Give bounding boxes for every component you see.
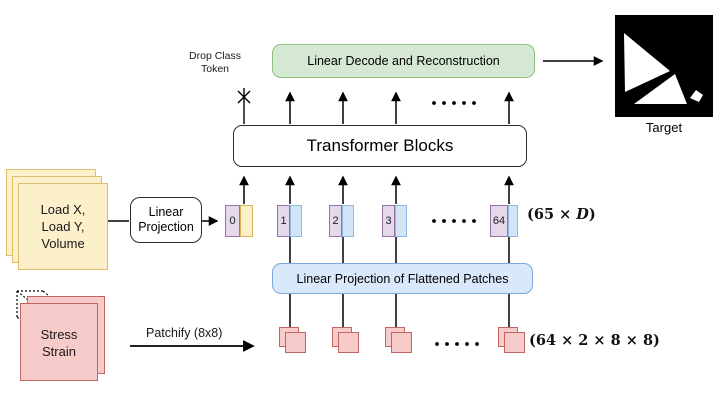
stress-strain-label: Stress Strain — [20, 326, 98, 360]
load-volume-label: Load X, Load Y, Volume — [18, 201, 108, 252]
token-dim-variable: D — [576, 206, 589, 223]
stress-label: Stress — [40, 327, 78, 342]
strain-label: Strain — [42, 344, 76, 359]
patch-to-embedding-lines — [289, 294, 510, 327]
linear-projection-line1: Linear — [148, 205, 184, 219]
ellipsis-icon — [435, 342, 479, 346]
transformer-blocks-label: Transformer Blocks — [306, 136, 454, 155]
token-64-embedding — [508, 205, 518, 237]
patch-embedding-box: Linear Projection of Flattened Patches — [272, 263, 533, 294]
patchify-label: Patchify (8x8) — [146, 326, 223, 340]
token-1: 1 — [277, 205, 290, 237]
patch-front — [504, 332, 525, 353]
linear-decode-box: Linear Decode and Reconstruction — [272, 44, 535, 78]
token-dimension-label: (65 × D) — [527, 206, 596, 223]
transformer-to-decoder-arrows — [285, 91, 514, 124]
target-image — [615, 15, 713, 117]
token-to-transformer-arrows — [239, 175, 514, 204]
token-2-embedding — [342, 205, 354, 237]
token-dim-prefix: (65 × — [527, 206, 577, 223]
stack-layer — [18, 183, 108, 270]
patch-dimension-label: (64 × 2 × 8 × 8) — [529, 332, 660, 349]
patch-embedding-label: Linear Projection of Flattened Patches — [296, 271, 509, 286]
target-caption: Target — [645, 120, 683, 135]
token-0: 0 — [225, 205, 240, 237]
dropped-class-token-x-icon — [237, 88, 251, 124]
linear-projection-line2: Projection — [138, 220, 194, 234]
token-2: 2 — [329, 205, 342, 237]
drop-class-token-note: Drop Class Token — [183, 50, 247, 76]
topology-result-image — [615, 15, 713, 117]
transformer-blocks-box: Transformer Blocks — [233, 125, 527, 167]
token-dim-suffix: ) — [588, 206, 596, 223]
patch-front — [285, 332, 306, 353]
ellipsis-icon — [432, 101, 476, 105]
ellipsis-icon — [432, 219, 476, 223]
embedding-to-token-lines — [289, 237, 510, 264]
patch-front — [391, 332, 412, 353]
linear-decode-label: Linear Decode and Reconstruction — [307, 54, 500, 68]
drop-class-token-line2: Token — [200, 63, 230, 75]
patch-front — [338, 332, 359, 353]
token-3: 3 — [382, 205, 395, 237]
linear-projection-box: Linear Projection — [130, 197, 202, 243]
linear-projection-label: Linear Projection — [138, 205, 194, 235]
volume-label: Volume — [41, 236, 85, 251]
token-0-embedding — [240, 205, 253, 237]
drop-class-token-line1: Drop Class — [189, 50, 241, 62]
stack-layer — [20, 303, 98, 381]
load-x-label: Load X, — [40, 202, 86, 217]
token-64: 64 — [490, 205, 508, 237]
token-1-embedding — [290, 205, 302, 237]
load-y-label: Load Y, — [41, 219, 85, 234]
token-3-embedding — [395, 205, 407, 237]
